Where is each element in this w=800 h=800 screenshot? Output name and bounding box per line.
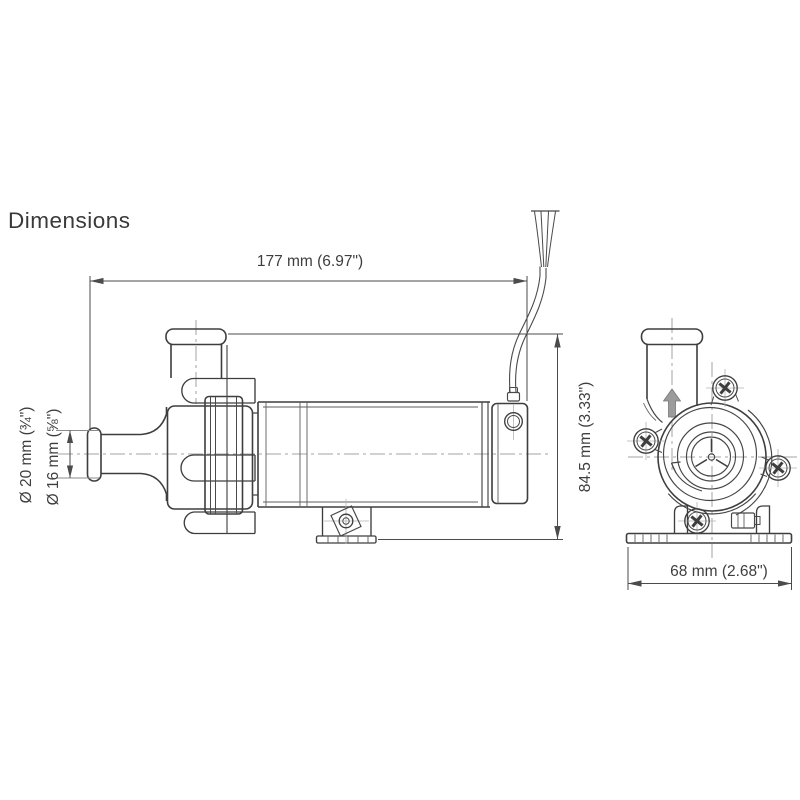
motor-cap-behind — [735, 409, 773, 516]
outlet-port-side — [165, 328, 227, 378]
clamp-band-ridges — [210, 396, 237, 514]
motor-end-cap — [491, 402, 529, 505]
outlet-port-front — [640, 328, 704, 423]
bracket-crosshair — [324, 499, 369, 544]
mounting-bracket-front — [625, 493, 793, 544]
motor-chamfer-lines — [263, 406, 478, 503]
dim-height-text: 84.5 mm (3.33") — [577, 382, 594, 493]
side-view — [58, 210, 560, 544]
impeller-outer-circle — [685, 431, 737, 482]
impeller-inner-circle — [690, 436, 732, 477]
cable-wires — [534, 211, 556, 268]
gland-inner-ring — [507, 415, 520, 428]
impeller-hub — [707, 453, 716, 461]
pump-head — [166, 345, 256, 535]
volute-shoulder — [646, 398, 663, 423]
clamp-bolt-flats — [737, 513, 745, 528]
rotation-arrow-icon — [670, 461, 703, 492]
bracket-screw-inner — [342, 517, 350, 525]
impeller — [695, 438, 728, 468]
outlet-bead-side — [165, 328, 227, 346]
cable-strand-left — [509, 266, 541, 393]
cable-strand-right — [515, 268, 547, 393]
motor-outline — [257, 401, 490, 508]
screw-lug-left — [654, 428, 663, 453]
flow-arrow-icon — [662, 388, 682, 418]
gland-outer-ring — [504, 412, 523, 431]
volute-eye-circle — [676, 422, 745, 490]
phillips-screw-icon — [625, 420, 667, 462]
impeller-blades — [695, 438, 728, 468]
bracket-tab-left — [673, 505, 689, 534]
volute-rim-circle — [662, 406, 758, 502]
front-view — [625, 318, 799, 558]
clamp-strap — [667, 493, 757, 515]
motor-neck — [252, 412, 258, 496]
page-title: Dimensions — [8, 208, 131, 233]
clamp-band — [204, 395, 244, 515]
screw-lug-top — [710, 393, 739, 406]
inlet-barb-bead — [86, 427, 102, 482]
dim-port-id-text: Ø 16 mm (⅝") — [45, 409, 62, 506]
bracket-base-front — [625, 532, 793, 544]
clamp-ear-top — [181, 377, 256, 404]
clamp-ear-middle — [180, 454, 256, 482]
phillips-screw-icon — [757, 447, 799, 489]
bracket-base-ticks-front — [634, 534, 784, 542]
bracket-screw-outer — [338, 513, 354, 529]
cable-gland — [504, 387, 523, 440]
bracket-base-ticks-side — [327, 536, 369, 543]
outlet-tube-front — [646, 344, 698, 406]
gland-nut — [506, 391, 521, 402]
volute-shoulder-inner — [643, 402, 657, 421]
outlet-bead-front — [640, 328, 704, 346]
clamp-ear-bottom — [183, 511, 256, 535]
dim-length-text: 177 mm (6.97") — [257, 253, 363, 270]
clamp-bolt — [730, 512, 756, 529]
outlet-tube-side — [170, 344, 223, 378]
inlet-tube — [101, 433, 141, 475]
dim-width-text: 68 mm (2.68") — [670, 563, 768, 580]
inlet-port — [86, 407, 168, 501]
inlet-flare-top — [140, 407, 168, 436]
bracket-diamond-plate — [330, 505, 362, 537]
bracket-tab-right — [755, 505, 771, 534]
motor-bell-seams — [265, 402, 308, 507]
clamp-bolt-tip — [754, 516, 761, 525]
dimension-port-diameters: Ø 20 mm (¾") Ø 16 mm (⅝") — [18, 407, 99, 506]
dimension-length: 177 mm (6.97") — [89, 253, 528, 429]
screw-lug-right — [760, 456, 769, 477]
mounting-bracket-side — [315, 499, 377, 544]
bracket-sides — [321, 507, 372, 536]
dimension-height: 84.5 mm (3.33") — [228, 333, 594, 540]
motor-end-ring — [481, 402, 489, 507]
motor-body — [252, 401, 529, 508]
power-cable — [509, 210, 560, 393]
dimension-width: 68 mm (2.68") — [627, 547, 792, 590]
inlet-flare-bottom — [140, 472, 168, 501]
dim-port-od-text: Ø 20 mm (¾") — [18, 407, 35, 504]
